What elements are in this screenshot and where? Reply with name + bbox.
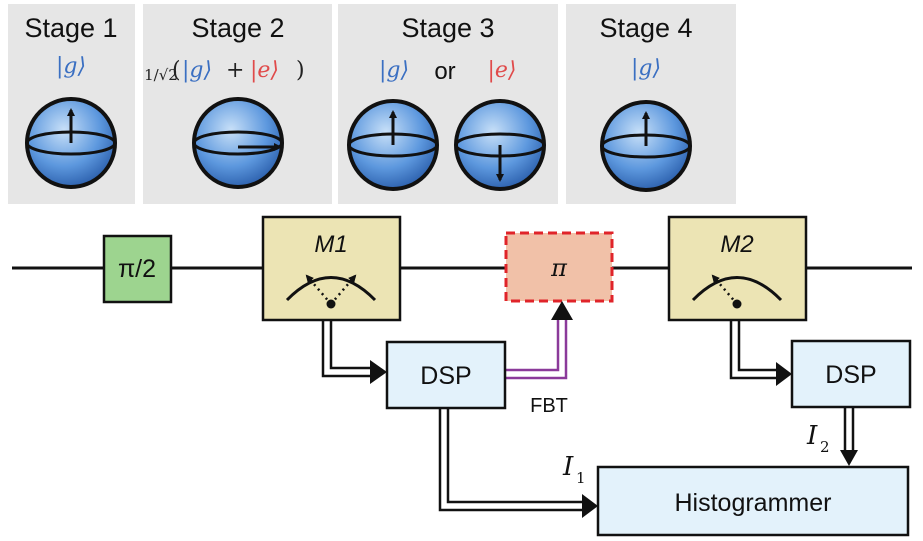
stage-title: Stage 3 (401, 13, 494, 43)
measurement-m1-label: M1 (314, 231, 347, 258)
stage-panel-4: Stage 4 |g⟩ (566, 4, 736, 204)
meter-icon (691, 274, 783, 309)
stage-state-ket: |e⟩ (250, 58, 279, 83)
current-symbol: I (806, 421, 818, 451)
bloch-sphere-icon (25, 97, 117, 189)
stage-state-ket: |e⟩ (487, 58, 516, 83)
signal-arrow-m1-to-dsp (321, 320, 387, 384)
meter-icon (285, 274, 377, 309)
stage-title: Stage 4 (599, 13, 692, 43)
current-subscript: 1 (576, 469, 586, 487)
current-subscript: 2 (820, 438, 830, 456)
dsp-label: DSP (825, 361, 876, 389)
stage-state-paren-close: ) (296, 58, 305, 83)
stage-title: Stage 2 (191, 13, 284, 43)
stage-state-connector: or (434, 58, 455, 85)
dsp-block-1: DSP (385, 340, 507, 410)
pulse-half-label: π/2 (118, 255, 156, 283)
feedback-trigger-arrow (505, 301, 573, 380)
fbt-label: FBT (530, 395, 568, 417)
bloch-sphere-icon (192, 97, 284, 189)
stage-state-ket: |g⟩ (631, 56, 661, 81)
dsp-label: DSP (420, 362, 471, 390)
stage-panel-1: Stage 1 |g⟩ (8, 4, 135, 204)
bloch-sphere-icon (454, 99, 546, 191)
measurement-m2-block: M2 (667, 215, 808, 322)
stage-state-ket: |g⟩ (182, 58, 212, 83)
stage-state-paren-open: ( (172, 58, 181, 83)
current-symbol: I (562, 452, 574, 482)
stage-panel-2: Stage 2 1/√2 ( |g⟩ + |e⟩ ) (143, 4, 332, 204)
dsp-block-2: DSP (790, 339, 912, 409)
bloch-sphere-icon (600, 100, 692, 192)
histogrammer-label: Histogrammer (675, 489, 832, 517)
stage-title: Stage 1 (24, 13, 117, 43)
signal-arrow-m2-to-dsp (729, 320, 792, 386)
measurement-m1-block: M1 (261, 215, 402, 322)
bloch-sphere-icon (347, 99, 439, 191)
current-label-i2: I 2 (806, 421, 830, 456)
stage-state-ket: |g⟩ (379, 58, 409, 83)
pi-pulse-block: π (504, 231, 614, 303)
stage-state-prefix: 1/√2 (144, 66, 178, 84)
stage-state-ket: |g⟩ (56, 54, 86, 79)
stage-state-plus: + (226, 58, 244, 83)
measurement-m2-label: M2 (720, 231, 753, 258)
pulse-half-block: π/2 (102, 234, 173, 304)
pi-pulse-label: π (550, 254, 568, 282)
current-label-i1: I 1 (562, 452, 586, 487)
signal-arrow-dsp2-to-histogrammer (840, 407, 858, 466)
signal-arrow-dsp-to-histogrammer (438, 408, 598, 518)
histogrammer-block: Histogrammer (596, 465, 910, 537)
stage-panel-3: Stage 3 |g⟩ or |e⟩ (338, 4, 558, 204)
